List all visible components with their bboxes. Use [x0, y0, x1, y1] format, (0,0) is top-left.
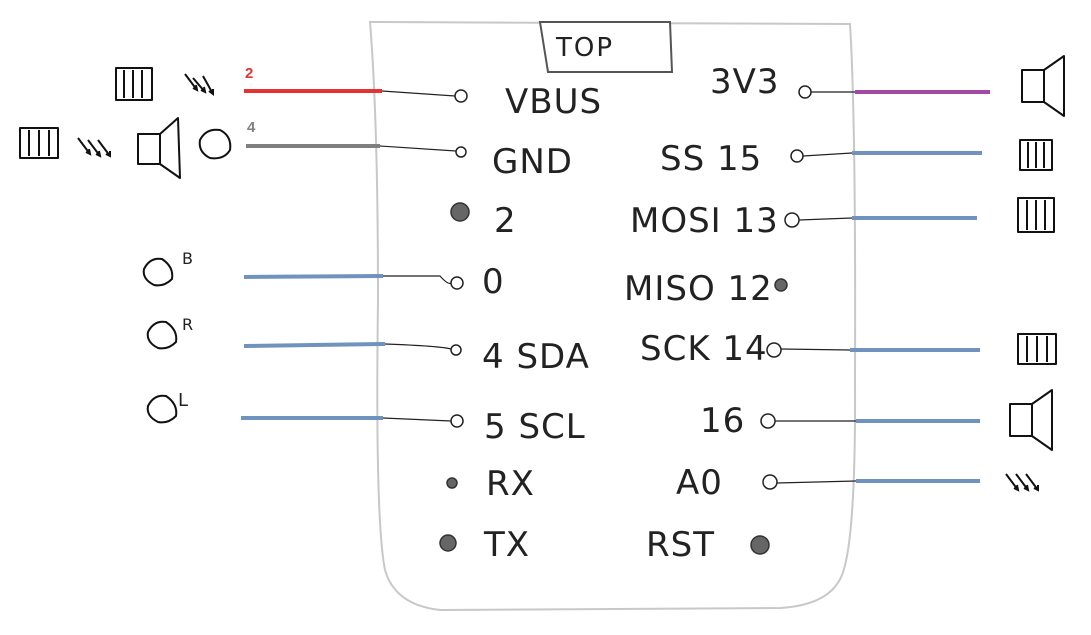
wire-gnd — [246, 144, 457, 152]
pin-hole-miso12 — [774, 278, 788, 292]
led-arrows-icon — [77, 137, 111, 158]
ribbon-connector-icon — [115, 67, 153, 101]
led-arrows-icon — [1005, 473, 1039, 492]
pin-label-tx: TX — [483, 525, 530, 565]
wire-mosi13 — [798, 216, 977, 221]
pin-label-mosi13: MOSI 13 — [630, 201, 779, 241]
pin-label-a0: A0 — [676, 463, 723, 503]
wire-pin5 — [241, 416, 452, 422]
pin-hole-4 — [450, 344, 462, 356]
round-button-icon — [146, 394, 178, 424]
side-letter-l: L — [178, 390, 188, 411]
pin-hole-0 — [450, 276, 464, 290]
wire-ss15 — [802, 151, 982, 157]
pin-hole-a0 — [762, 474, 778, 490]
pin-hole-2 — [450, 202, 470, 222]
pin-label-miso12: MISO 12 — [624, 269, 773, 309]
ribbon-connector-icon — [1017, 333, 1057, 365]
pin-label-gnd: GND — [492, 142, 573, 182]
ribbon-connector-icon — [19, 127, 59, 159]
top-label: TOP — [555, 33, 614, 63]
pin-label-3v3: 3V3 — [710, 62, 780, 102]
speaker-icon — [137, 117, 181, 179]
pin-hole-16 — [760, 413, 776, 429]
pin-label-16: 16 — [700, 401, 745, 441]
side-letter-r: R — [182, 315, 193, 334]
pin-label-rst: RST — [646, 525, 715, 565]
ribbon-connector-icon — [1019, 139, 1053, 171]
wire-label-gnd: 4 — [247, 119, 256, 136]
pin-hole-rx — [446, 477, 458, 489]
pin-hole-rst — [750, 535, 770, 555]
wire-a0 — [776, 479, 980, 484]
round-button-icon — [198, 128, 232, 160]
wire-pin4 — [243, 342, 452, 350]
round-button-icon — [146, 320, 178, 350]
wire-label-vbus: 2 — [245, 65, 253, 82]
pin-label-ss15: SS 15 — [660, 139, 762, 179]
pin-hole-mosi13 — [784, 212, 800, 228]
pin-hole-ss15 — [790, 149, 804, 163]
wire-pin0 — [243, 274, 452, 284]
speaker-icon — [1009, 389, 1053, 451]
wire-sck14 — [780, 348, 980, 352]
pin-hole-3v3 — [798, 85, 812, 99]
pin-label-5-scl: 5 SCL — [484, 407, 586, 447]
pin-label-4-sda: 4 SDA — [482, 337, 590, 377]
round-button-icon — [142, 257, 174, 287]
pin-hole-vbus — [454, 89, 468, 103]
pin-hole-gnd — [455, 146, 467, 158]
pin-label-sck14: SCK 14 — [640, 329, 768, 369]
pin-hole-5 — [450, 414, 464, 428]
board-outline — [368, 20, 857, 612]
top-label-box: TOP — [538, 21, 674, 73]
speaker-icon — [1021, 55, 1065, 117]
pin-hole-sck14 — [766, 342, 782, 358]
pin-hole-tx — [439, 534, 457, 552]
pin-label-2: 2 — [494, 201, 517, 241]
ribbon-connector-icon — [1017, 197, 1055, 233]
pin-label-rx: RX — [486, 464, 535, 504]
pin-label-vbus: VBUS — [505, 82, 602, 122]
side-letter-b: B — [182, 249, 193, 268]
led-arrows-icon — [184, 73, 214, 96]
wire-vbus — [244, 89, 456, 97]
pin-label-0: 0 — [482, 262, 505, 302]
